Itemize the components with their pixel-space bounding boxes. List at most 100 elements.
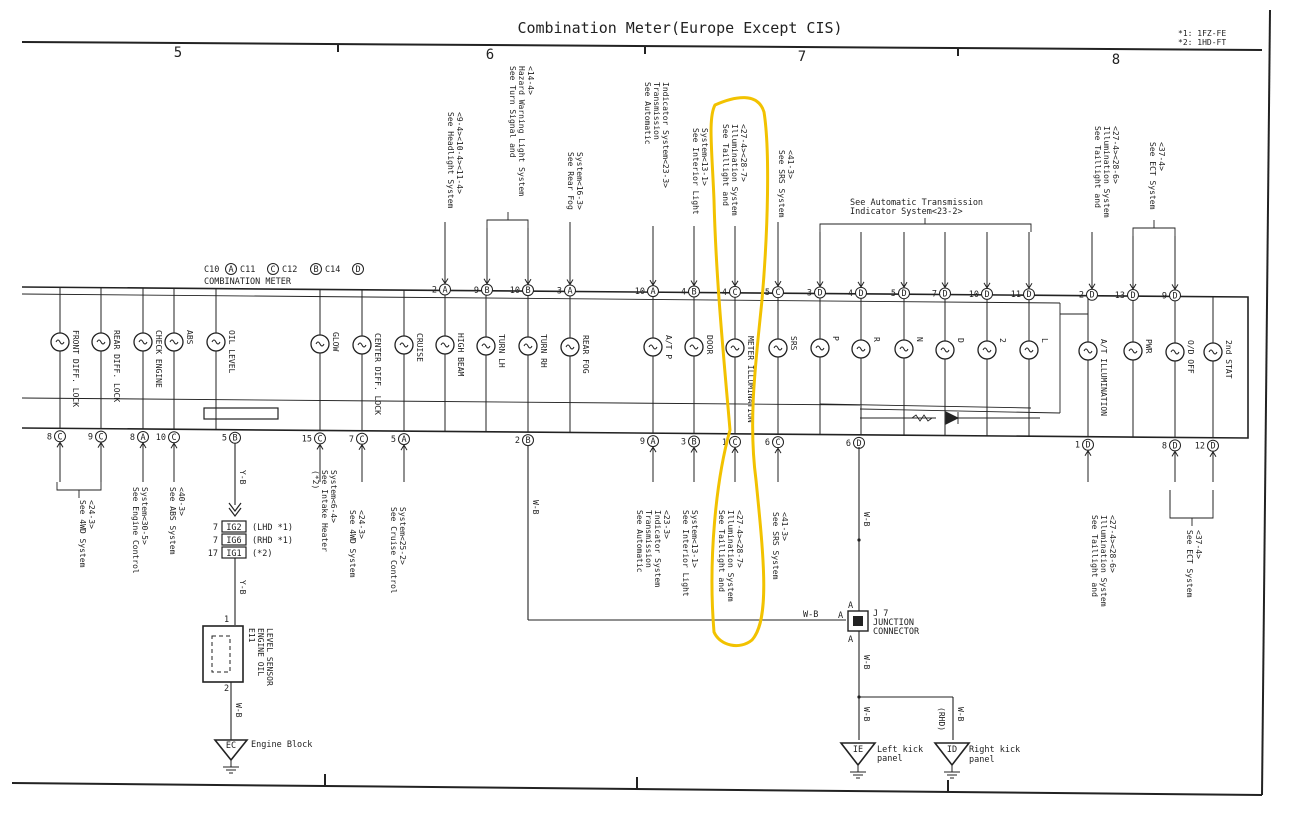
svg-text:Indicator System<23-3>: Indicator System<23-3>: [661, 82, 670, 188]
svg-text:B: B: [691, 287, 696, 297]
svg-text:D: D: [901, 289, 906, 299]
svg-text:LEVEL SENSOR: LEVEL SENSOR: [265, 628, 274, 686]
ground-engine-block: EC Engine Block: [213, 739, 312, 774]
svg-text:See SRS System: See SRS System: [771, 512, 780, 580]
svg-text:IG1: IG1: [226, 549, 241, 559]
bottom-pin-1: C9: [88, 430, 107, 482]
svg-text:See Automatic Transmission: See Automatic Transmission: [850, 198, 983, 208]
svg-text:8: 8: [47, 432, 52, 442]
svg-text:A: A: [401, 435, 406, 445]
svg-text:10: 10: [635, 287, 645, 297]
svg-text:Engine Block: Engine Block: [251, 740, 312, 750]
svg-text:11: 11: [1011, 290, 1021, 300]
svg-text:B: B: [525, 286, 530, 296]
svg-text:A: A: [838, 611, 843, 621]
top-ref-ect: See ECT System<37-4>: [1148, 142, 1166, 210]
top-ref-headlight: See Headlight System<9-4><10-4><11-4>: [446, 112, 464, 209]
ground-circuit: W-B W-B W-B A A A J 7 JUNCTION CONNECTOR…: [527, 446, 965, 740]
top-pin-16: D9: [1162, 236, 1181, 302]
svg-text:A: A: [567, 286, 572, 296]
yellow-highlight-annotation: [709, 96, 770, 648]
svg-text:See Rear Fog: See Rear Fog: [566, 152, 575, 210]
lamp-label-3: ABS: [185, 330, 194, 345]
svg-text:C: C: [171, 433, 176, 443]
references-layer: See Headlight System<9-4><10-4><11-4>See…: [78, 66, 1203, 607]
section-7: 7: [798, 49, 806, 65]
svg-text:See Interior Light: See Interior Light: [691, 128, 700, 215]
bottom-pin-16: D12: [1195, 439, 1219, 482]
lamp-label-5: GLOW: [331, 332, 340, 351]
svg-text:Illumination System: Illumination System: [730, 124, 739, 216]
lamp-label-22: A/T ILLUMINATION: [1099, 339, 1108, 416]
svg-text:A: A: [228, 265, 233, 275]
svg-text:7: 7: [932, 290, 937, 300]
svg-text:(RHD): (RHD): [937, 707, 946, 731]
top-pin-10: D5: [891, 232, 910, 300]
bottom-pin-4: B5: [222, 431, 241, 444]
lamp-label-11: REAR FOG: [581, 335, 590, 374]
lamp-label-20: 2: [998, 338, 1007, 343]
svg-text:<41-3>: <41-3>: [780, 512, 789, 541]
svg-text:15: 15: [302, 434, 312, 444]
bottom-ref-4wd2: See 4WD System<24-3>: [348, 510, 366, 578]
svg-text:C12: C12: [282, 265, 297, 275]
top-pin-4: A10: [635, 226, 659, 298]
svg-text:See Headlight System: See Headlight System: [446, 112, 455, 209]
svg-text:Illumination System: Illumination System: [726, 510, 735, 602]
lamp-0: FRONT DIFF. LOCK: [50, 287, 80, 429]
lamp-label-17: R: [872, 337, 881, 342]
svg-text:10: 10: [156, 433, 166, 443]
svg-text:3: 3: [557, 286, 562, 296]
svg-text:2: 2: [515, 436, 520, 446]
bottom-pin-14: D1: [1075, 438, 1094, 482]
svg-text:See ECT System: See ECT System: [1185, 530, 1194, 598]
lamp-19: D: [935, 294, 965, 436]
svg-text:7: 7: [213, 536, 218, 546]
svg-text:<27-4><28-7>: <27-4><28-7>: [739, 124, 748, 182]
bottom-pin-15: D8: [1162, 439, 1181, 482]
svg-text:8: 8: [130, 433, 135, 443]
legend-c10: C10: [204, 265, 219, 275]
svg-text:System<25-2>: System<25-2>: [398, 507, 407, 565]
svg-text:C: C: [732, 438, 737, 448]
bottom-pin-11: C1: [722, 435, 741, 482]
svg-text:C: C: [317, 434, 322, 444]
lamp-label-1: REAR DIFF. LOCK: [112, 330, 121, 402]
lamp-label-6: CENTER DIFF. LOCK: [373, 333, 382, 415]
lamp-4: OIL LEVEL: [206, 288, 236, 430]
svg-text:(LHD *1): (LHD *1): [252, 523, 293, 533]
top-pin-3: A3: [557, 222, 576, 297]
svg-text:1: 1: [1075, 441, 1080, 451]
svg-text:B: B: [313, 265, 318, 275]
svg-text:D: D: [856, 439, 861, 449]
lamp-10: TURN RH: [518, 291, 548, 433]
lamp-label-12: A/T P: [664, 335, 673, 359]
meter-outline: [21, 286, 1249, 439]
svg-text:C: C: [775, 288, 780, 298]
section-8: 8: [1112, 52, 1120, 68]
lamp-3: ABS: [164, 288, 194, 430]
svg-text:<27-4><28-6>: <27-4><28-6>: [1108, 515, 1117, 573]
top-pin-0: A2: [432, 222, 451, 296]
svg-text:W-B: W-B: [234, 703, 243, 718]
top-pin-12: D10: [969, 232, 993, 300]
svg-text:<23-3>: <23-3>: [662, 510, 671, 539]
svg-text:9: 9: [474, 286, 479, 296]
lamp-11: REAR FOG: [560, 291, 590, 433]
svg-text:W-B: W-B: [862, 655, 871, 670]
svg-text:System<16-3>: System<16-3>: [575, 152, 584, 210]
svg-text:Illumination System: Illumination System: [1099, 515, 1108, 607]
bottom-pin-6: C7: [349, 432, 368, 482]
lamp-17: R: [851, 293, 881, 435]
bottom-pin-0: C8: [47, 430, 66, 482]
lamp-5: GLOW: [310, 289, 340, 431]
svg-text:5: 5: [891, 289, 896, 299]
svg-text:W-B: W-B: [531, 500, 540, 515]
svg-text:ENGINE OIL: ENGINE OIL: [256, 628, 265, 676]
lamp-label-10: TURN RH: [539, 334, 548, 368]
svg-text:See Taillight and: See Taillight and: [721, 124, 730, 206]
section-6: 6: [486, 47, 494, 63]
